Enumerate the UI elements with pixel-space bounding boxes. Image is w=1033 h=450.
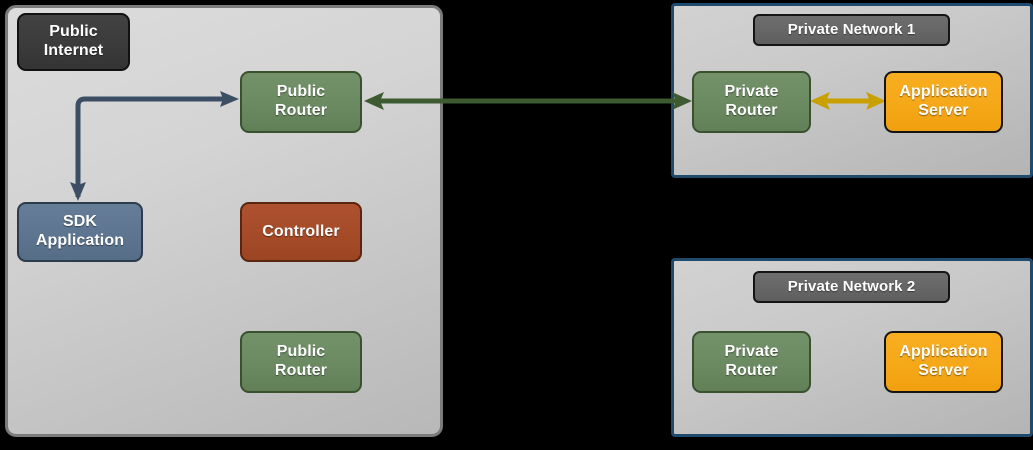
private-network-2-title: Private Network 2 (787, 278, 916, 296)
private-network-2-title-badge: Private Network 2 (753, 271, 950, 303)
application-server-1-node[interactable]: Application Server (884, 71, 1003, 133)
private-network-1-title-badge: Private Network 1 (753, 14, 950, 46)
private-network-1-title: Private Network 1 (787, 21, 916, 39)
public-internet-badge: Public Internet (17, 13, 130, 71)
controller-node[interactable]: Controller (240, 202, 362, 262)
public-router-top-node[interactable]: Public Router (240, 71, 362, 133)
private-router-1-node[interactable]: Private Router (692, 71, 811, 133)
public-router-top-label: Public Router (274, 83, 328, 119)
application-server-2-label: Application Server (899, 343, 988, 379)
private-router-2-label: Private Router (724, 343, 779, 379)
public-router-bottom-node[interactable]: Public Router (240, 331, 362, 393)
sdk-application-node[interactable]: SDK Application (17, 202, 143, 262)
controller-label: Controller (262, 222, 340, 240)
private-router-1-label: Private Router (724, 83, 779, 119)
public-router-bottom-label: Public Router (274, 343, 328, 379)
application-server-2-node[interactable]: Application Server (884, 331, 1003, 393)
sdk-application-label: SDK Application (35, 213, 125, 249)
public-internet-label: Public Internet (43, 23, 104, 59)
application-server-1-label: Application Server (899, 83, 988, 119)
private-router-2-node[interactable]: Private Router (692, 331, 811, 393)
